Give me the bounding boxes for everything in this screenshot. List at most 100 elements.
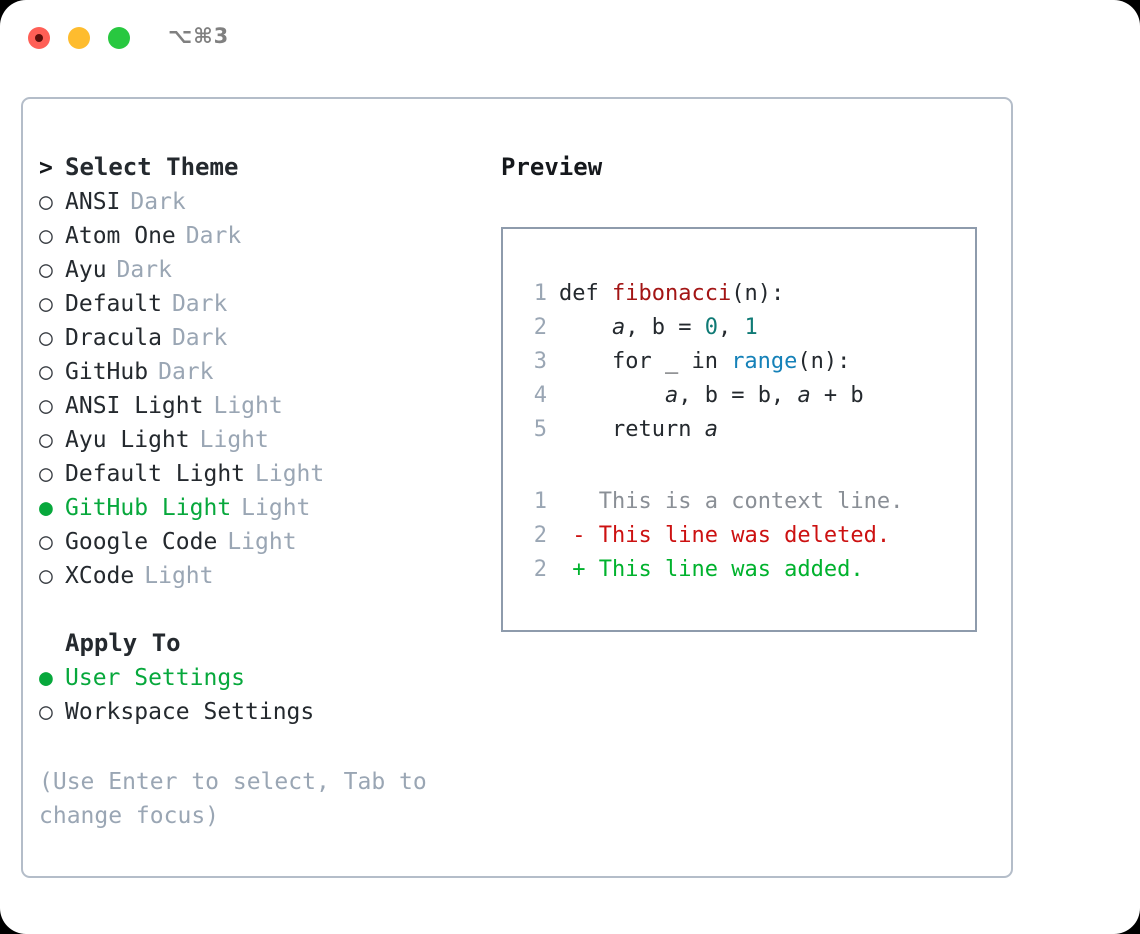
theme-name: Atom One: [65, 223, 176, 249]
theme-list-item[interactable]: ○ GitHub Dark: [39, 359, 484, 393]
diff-sample: 1 This is a context line.2 - This line w…: [521, 485, 975, 587]
apply-to-option[interactable]: ○ Workspace Settings: [39, 699, 484, 733]
close-window-button[interactable]: [28, 27, 50, 49]
select-theme-heading: > Select Theme: [39, 153, 484, 189]
code-token: range: [731, 349, 798, 374]
radio-empty-icon: ○: [39, 257, 53, 283]
code-token: 1: [744, 315, 758, 340]
diff-line: 2 + This line was added.: [521, 553, 975, 587]
select-theme-heading-label: Select Theme: [65, 153, 239, 181]
theme-variant-tag: Light: [227, 529, 297, 555]
radio-empty-icon: ○: [39, 359, 53, 385]
code-line: 4 a, b = b, a + b: [521, 379, 975, 413]
theme-name: Default Light: [65, 461, 246, 487]
code-token: [559, 311, 612, 345]
theme-variant-tag: Dark: [158, 359, 214, 385]
apply-to-list: ●User Settings○ Workspace Settings: [39, 665, 484, 733]
radio-empty-icon: ○: [39, 325, 53, 351]
radio-empty-icon: ○: [39, 461, 53, 487]
code-token: (n):: [797, 349, 851, 374]
diff-marker: +: [559, 557, 599, 582]
apply-to-option-label: User Settings: [65, 665, 246, 691]
theme-variant-tag: Dark: [171, 291, 228, 317]
code-line: 5 return a: [521, 413, 975, 447]
code-diff-spacer: [521, 447, 975, 485]
line-number: 1: [533, 281, 547, 306]
line-number: 2: [533, 523, 547, 548]
code-token: 0: [704, 315, 718, 340]
theme-name: Ayu Light: [65, 427, 190, 453]
theme-name: ANSI Light: [65, 393, 204, 419]
radio-empty-icon: ○: [39, 189, 53, 215]
theme-variant-tag: Dark: [185, 223, 242, 249]
code-token: a: [797, 383, 811, 408]
code-token: a: [611, 315, 626, 340]
theme-name: Google Code: [65, 529, 218, 555]
theme-list-item[interactable]: ○ Google Code Light: [39, 529, 484, 563]
diff-line: 2 - This line was deleted.: [521, 519, 975, 553]
theme-name: GitHub: [65, 359, 149, 385]
apply-to-option-label: Workspace Settings: [65, 699, 315, 725]
theme-list-item[interactable]: ○ Default Dark: [39, 291, 484, 325]
theme-variant-tag: Dark: [171, 325, 228, 351]
theme-name: Dracula: [65, 325, 162, 351]
code-token: def: [559, 281, 612, 306]
line-number: 1: [533, 489, 547, 514]
theme-variant-tag: Light: [241, 495, 311, 521]
radio-empty-icon: ○: [39, 223, 53, 249]
title-bar: ⌥⌘3: [0, 0, 1140, 78]
radio-empty-icon: ○: [39, 427, 53, 453]
code-token: , b = b,: [678, 383, 798, 408]
code-token: , b =: [625, 315, 705, 340]
theme-name: Default: [65, 291, 162, 317]
theme-list-item[interactable]: ● GitHub Light Light: [39, 495, 484, 529]
spacer-glyph: ○: [39, 633, 65, 656]
radio-empty-icon: ○: [39, 529, 53, 555]
diff-line: 1 This is a context line.: [521, 485, 975, 519]
caret-icon: >: [39, 155, 53, 181]
radio-selected-icon: ●: [39, 495, 53, 521]
section-spacer: [39, 597, 484, 629]
keyboard-shortcut-label: ⌥⌘3: [168, 24, 230, 48]
theme-name: GitHub Light: [65, 495, 232, 521]
line-number: 5: [533, 417, 547, 442]
code-token: fibonacci: [611, 281, 732, 306]
diff-text: This is a context line.: [598, 489, 904, 514]
code-line: 1 def fibonacci(n):: [521, 277, 975, 311]
code-token: [559, 379, 665, 413]
theme-list-item[interactable]: ○ Dracula Dark: [39, 325, 484, 359]
code-token: for _ in: [559, 349, 732, 374]
code-line: 3 for _ in range(n):: [521, 345, 975, 379]
theme-list-item[interactable]: ○ Ayu Light Light: [39, 427, 484, 461]
theme-list-item[interactable]: ○ Atom One Dark: [39, 223, 484, 257]
code-token: a: [704, 417, 718, 442]
diff-marker: [559, 485, 599, 519]
radio-empty-icon: ○: [39, 291, 53, 317]
apply-to-heading: ○ Apply To: [39, 629, 484, 665]
keyboard-hint-text: (Use Enter to select, Tab to change focu…: [39, 769, 427, 829]
code-token: (n):: [731, 281, 785, 306]
code-token: return: [559, 417, 705, 442]
line-number: 2: [533, 557, 547, 582]
diff-marker: -: [559, 523, 599, 548]
diff-text: This line was deleted.: [598, 523, 891, 548]
apply-to-option[interactable]: ●User Settings: [39, 665, 484, 699]
theme-name: XCode: [65, 563, 135, 589]
minimize-window-button[interactable]: [68, 27, 90, 49]
theme-variant-tag: Dark: [130, 189, 186, 215]
radio-empty-icon: ○: [39, 699, 53, 725]
diff-text: This line was added.: [598, 557, 864, 582]
theme-variant-tag: Light: [199, 427, 269, 453]
maximize-window-button[interactable]: [108, 27, 130, 49]
